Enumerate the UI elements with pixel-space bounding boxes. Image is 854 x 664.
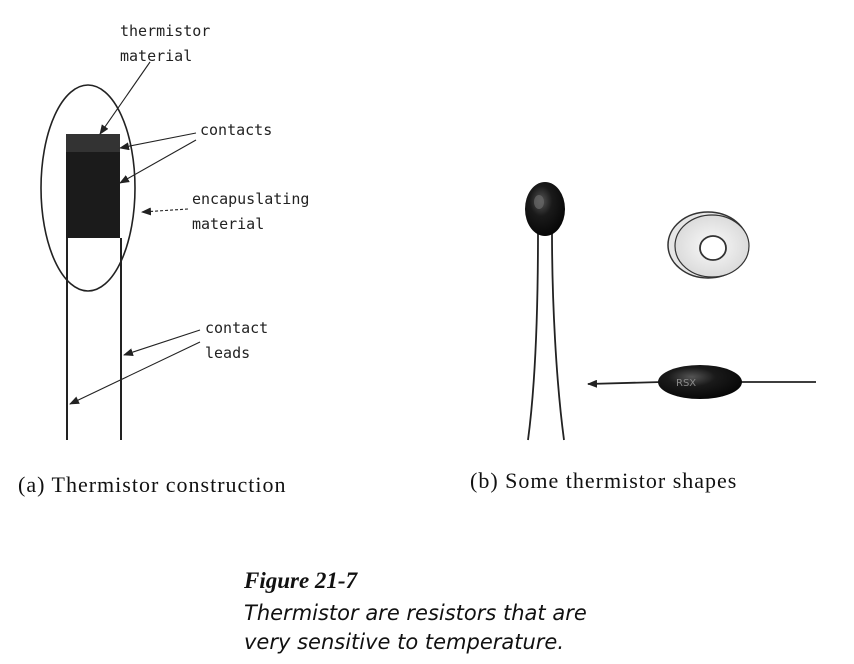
- caption-b: (b) Some thermistor shapes: [470, 468, 738, 493]
- bead-thermistor: [525, 182, 565, 441]
- contact-top: [66, 134, 120, 152]
- label-encapsulating-line2: material: [192, 215, 265, 233]
- arrow-contacts-bottom: [119, 139, 197, 184]
- figure-caption-line2: very sensitive to temperature.: [244, 630, 565, 654]
- label-encapsulating-line1: encapuslating: [192, 190, 310, 208]
- washer-thermistor: [667, 211, 750, 279]
- highlight-ellipse: [40, 84, 136, 292]
- bead-lead-left: [527, 231, 539, 441]
- caption-a: (a) Thermistor construction: [18, 472, 287, 497]
- arrow-thermistor-material: [99, 61, 151, 135]
- arrow-encapsulating: [141, 207, 189, 216]
- figure-number: Figure 21-7: [244, 568, 358, 593]
- label-contacts: contacts: [200, 121, 273, 139]
- rod-thermistor: RSX: [587, 365, 816, 399]
- thermistor-construction: [40, 61, 201, 440]
- arrow-lead-left: [69, 341, 201, 405]
- arrow-contacts-top: [119, 132, 197, 151]
- rod-marking: RSX: [676, 378, 696, 389]
- label-thermistor-material-line2: material: [120, 47, 193, 65]
- label-contact-leads-line1: contact: [205, 319, 269, 337]
- rod-body: [658, 365, 742, 399]
- bead-lead-right: [551, 231, 565, 441]
- bead-highlight: [534, 195, 544, 209]
- arrow-lead-right: [123, 329, 201, 356]
- thermistor-shapes: RSX: [525, 182, 816, 441]
- label-thermistor-material-line1: thermistor: [120, 22, 211, 40]
- figure-caption-line1: Thermistor are resistors that are: [244, 601, 587, 625]
- label-contact-leads-line2: leads: [205, 344, 251, 362]
- thermistor-body: [66, 136, 120, 238]
- washer-hole: [699, 235, 727, 261]
- rod-lead-left: [587, 379, 663, 388]
- bead-body: [525, 182, 565, 236]
